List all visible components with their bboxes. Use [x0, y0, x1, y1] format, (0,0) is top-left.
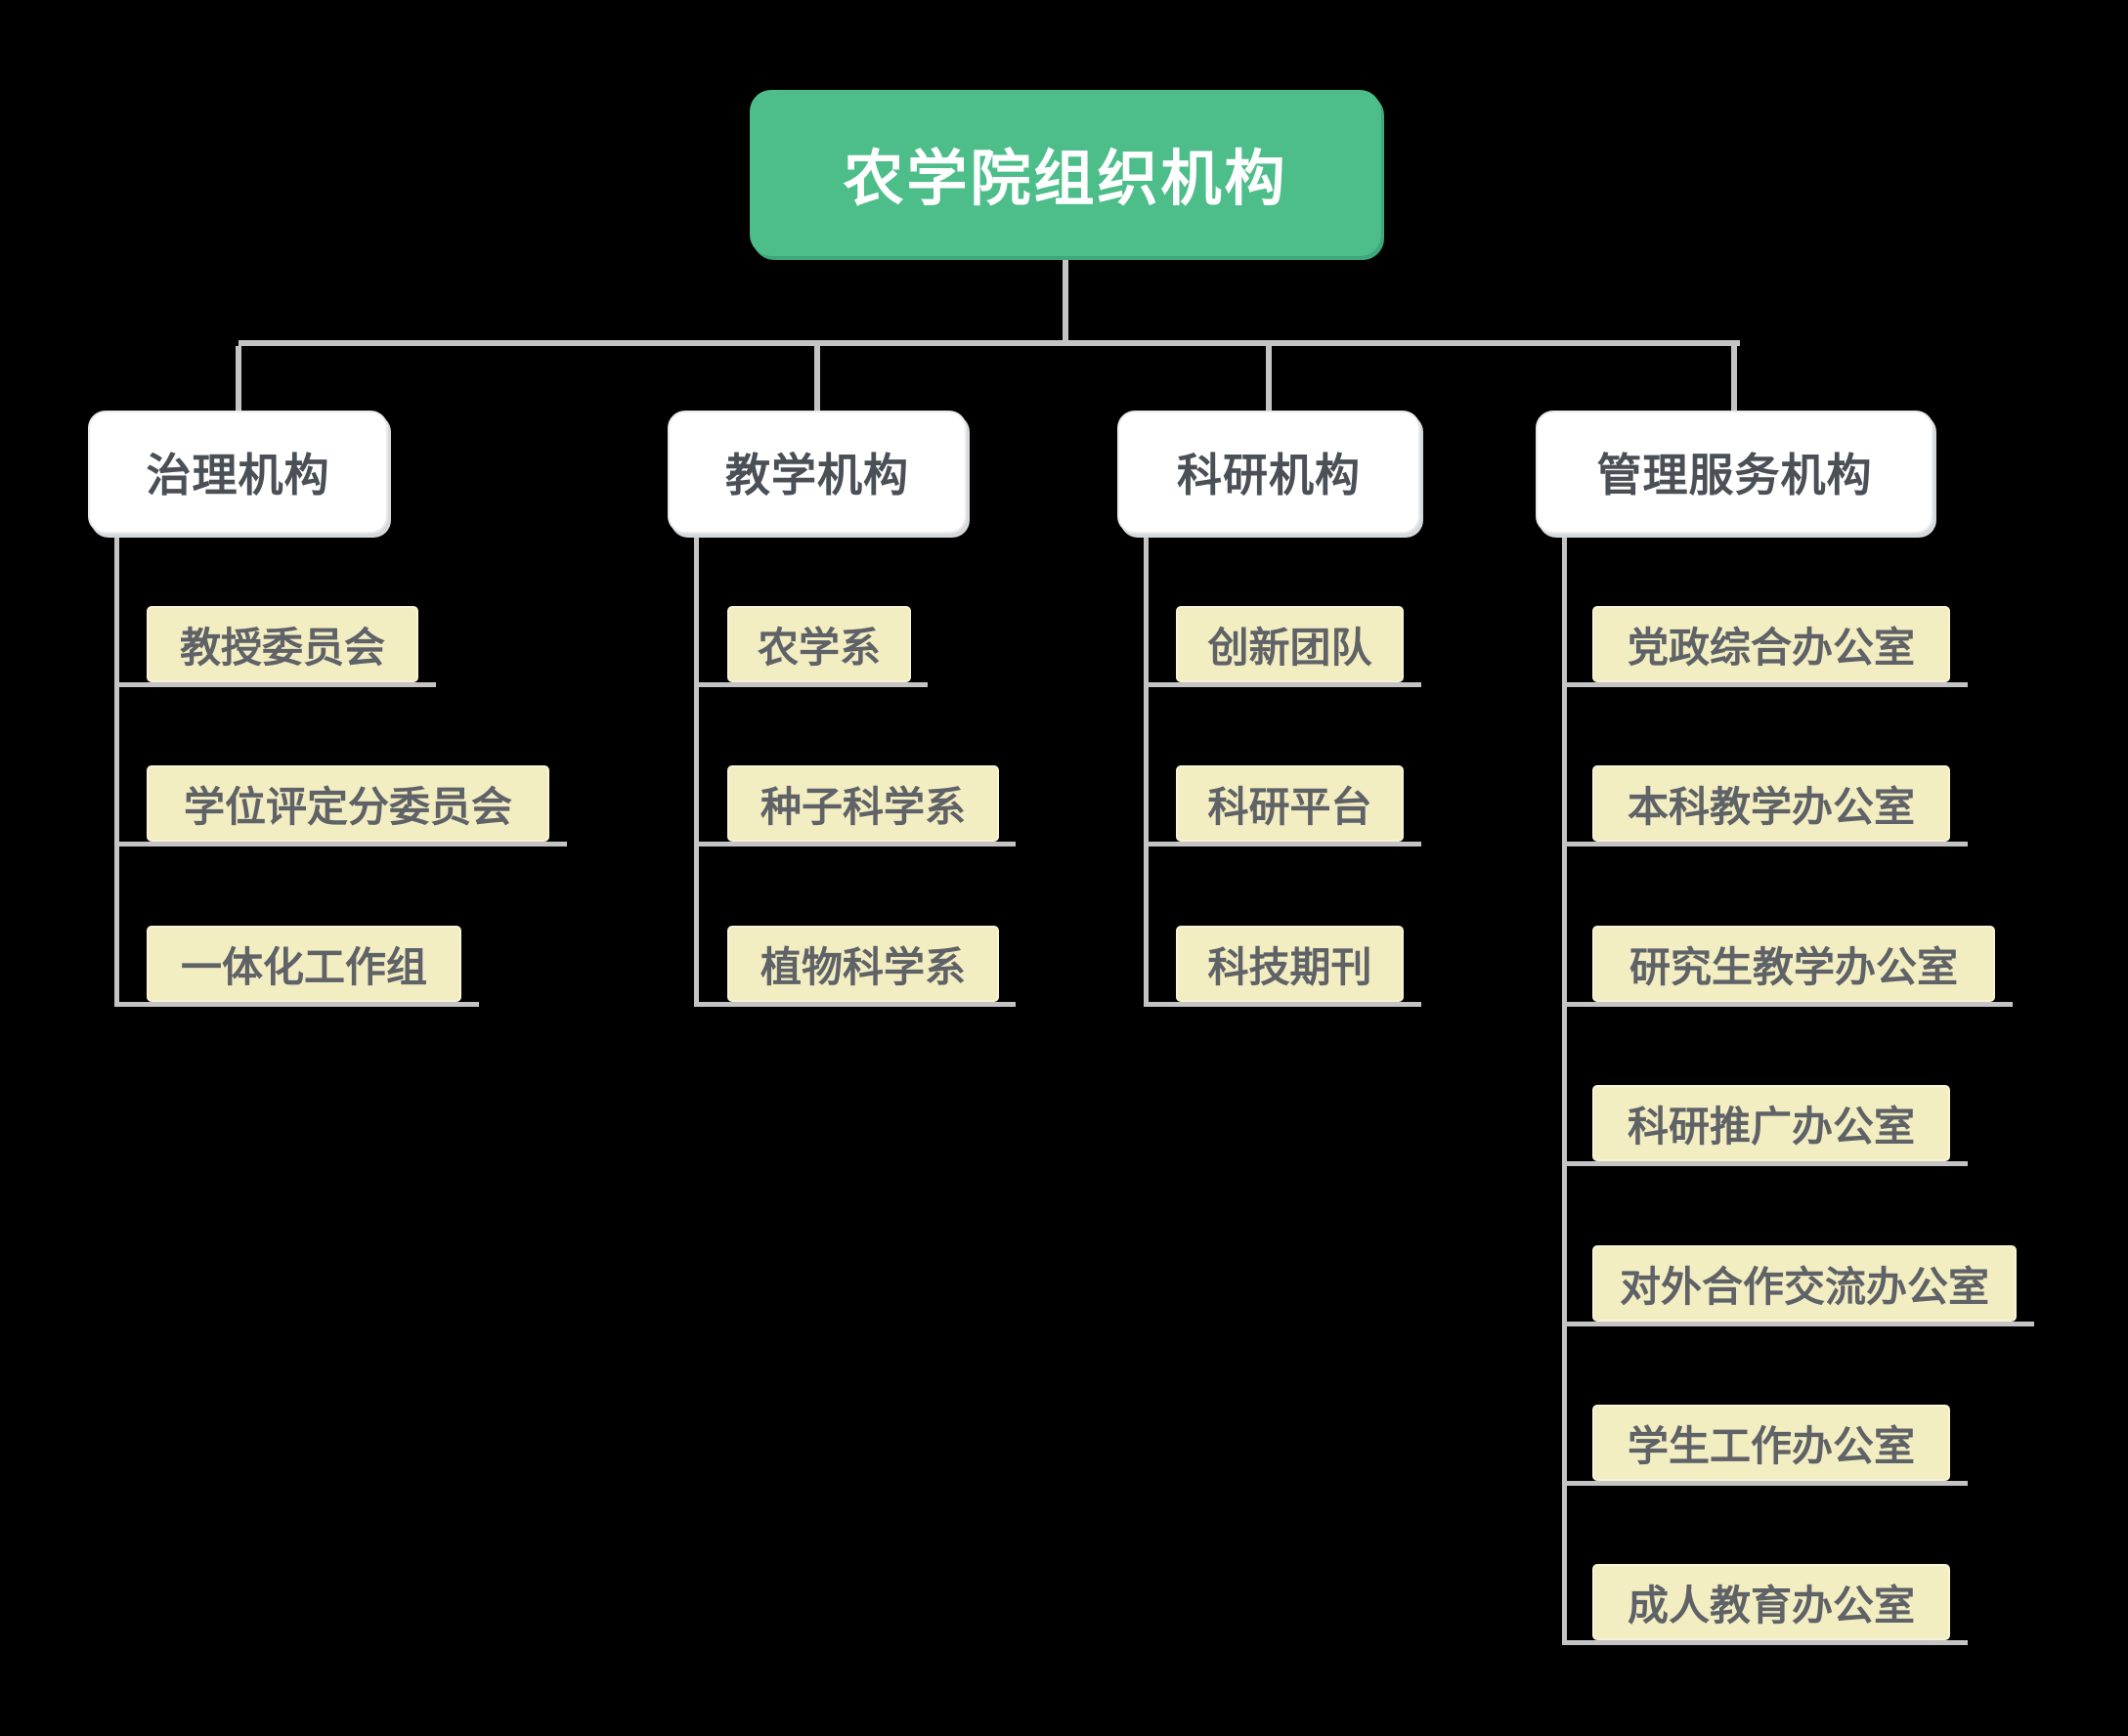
branch-node-admin-service: 管理服务机构	[1536, 411, 1933, 534]
leaf-underline	[1562, 1322, 2034, 1326]
branch-spine	[1144, 534, 1149, 1007]
leaf-underline	[1562, 1002, 2013, 1007]
leaf-node: 研究生教学办公室	[1592, 926, 1995, 1002]
leaf-node: 教授委员会	[147, 606, 418, 682]
leaf-underline	[1562, 682, 1968, 687]
leaf-underline	[1562, 1640, 1968, 1645]
leaf-underline	[1144, 682, 1421, 687]
leaf-node: 种子科学系	[727, 765, 999, 842]
root-node: 农学院组织机构	[750, 90, 1381, 256]
leaf-underline	[694, 842, 1016, 846]
leaf-node: 一体化工作组	[147, 926, 461, 1002]
branch-node-research: 科研机构	[1117, 411, 1420, 534]
leaf-underline	[1562, 1161, 1968, 1166]
leaf-underline	[114, 1002, 479, 1007]
connector-root-drop	[1063, 256, 1068, 342]
leaf-underline	[1144, 842, 1421, 846]
branch-spine	[114, 534, 119, 1007]
branch-node-teaching: 教学机构	[668, 411, 967, 534]
leaf-node: 本科教学办公室	[1592, 765, 1950, 842]
branch-spine	[694, 534, 699, 1007]
leaf-node: 成人教育办公室	[1592, 1564, 1950, 1640]
leaf-underline	[114, 842, 567, 846]
leaf-node: 植物科学系	[727, 926, 999, 1002]
leaf-node: 创新团队	[1176, 606, 1404, 682]
leaf-underline	[1144, 1002, 1421, 1007]
leaf-underline	[1562, 842, 1968, 846]
leaf-node: 对外合作交流办公室	[1592, 1245, 2017, 1322]
connector-branch-drop	[236, 346, 241, 411]
connector-rail	[239, 340, 1740, 346]
branch-spine	[1562, 534, 1567, 1645]
leaf-underline	[114, 682, 436, 687]
leaf-node: 党政综合办公室	[1592, 606, 1950, 682]
connector-branch-drop	[814, 346, 820, 411]
branch-node-governance: 治理机构	[88, 411, 388, 534]
leaf-node: 科研平台	[1176, 765, 1404, 842]
connector-branch-drop	[1266, 346, 1272, 411]
connector-branch-drop	[1731, 346, 1737, 411]
leaf-node: 学位评定分委员会	[147, 765, 549, 842]
leaf-underline	[694, 1002, 1016, 1007]
leaf-node: 科研推广办公室	[1592, 1085, 1950, 1161]
leaf-underline	[1562, 1481, 1968, 1486]
leaf-underline	[694, 682, 928, 687]
leaf-node: 农学系	[727, 606, 911, 682]
leaf-node: 科技期刊	[1176, 926, 1404, 1002]
leaf-node: 学生工作办公室	[1592, 1405, 1950, 1481]
